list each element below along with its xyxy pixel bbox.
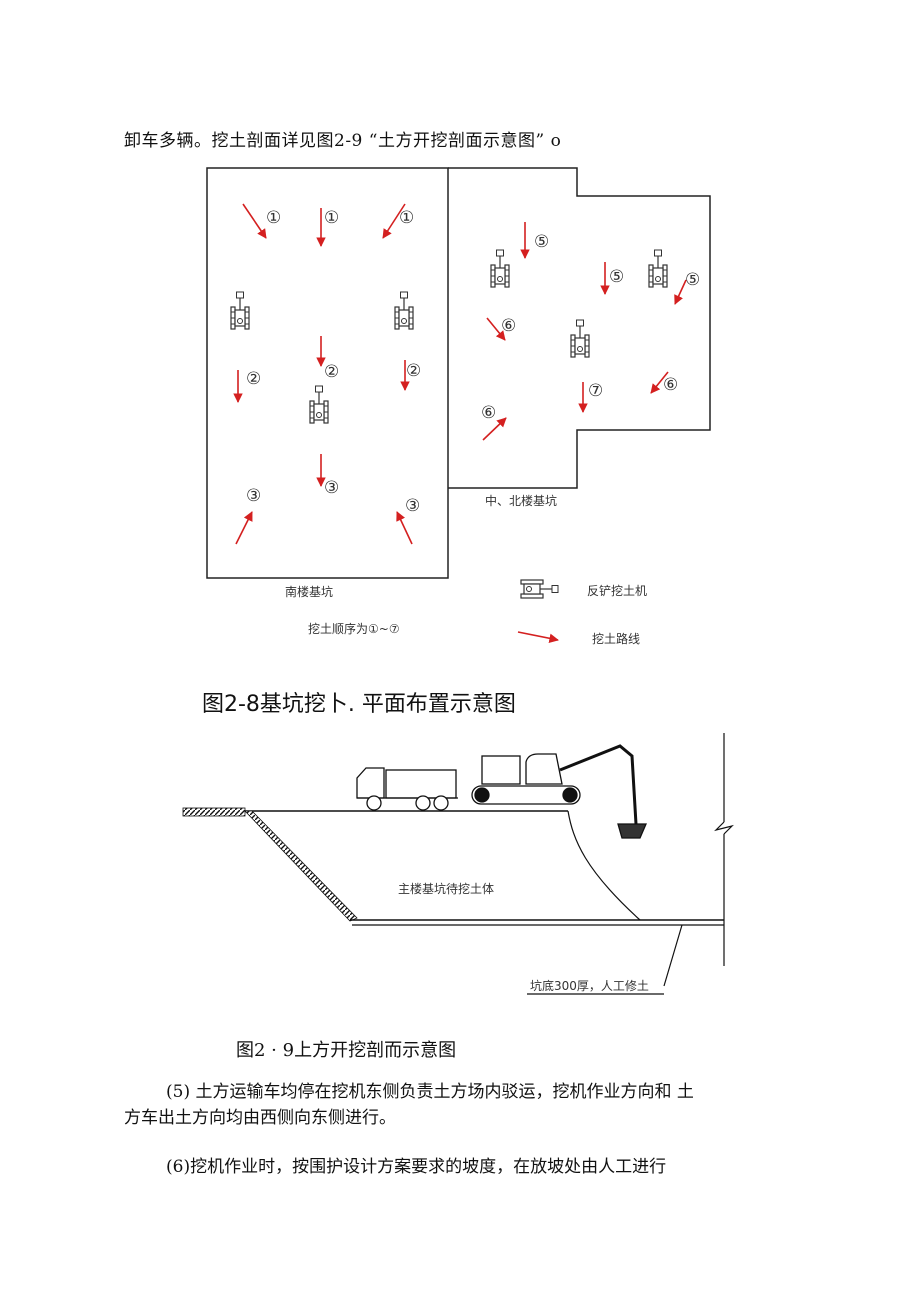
sequence-mark: ③ bbox=[324, 478, 339, 498]
excavation-plan-diagram: ① ① ① ② ② ② ③ ③ ③ ⑤ ⑤ ⑤ ⑥ ⑥ ⑥ ⑦ 中、北楼基坑 南… bbox=[206, 167, 711, 646]
excavation-route-arrows bbox=[233, 203, 687, 545]
sequence-mark: ⑥ bbox=[501, 316, 516, 336]
note-leader bbox=[663, 924, 683, 987]
route-arrow bbox=[486, 317, 506, 341]
slope-hatch bbox=[244, 810, 358, 922]
excavator-icon bbox=[394, 291, 414, 330]
north-pit-label: 中、北楼基坑 bbox=[485, 493, 557, 508]
excavator-icon bbox=[230, 291, 250, 330]
excavator-icon bbox=[490, 249, 510, 288]
route-arrow bbox=[482, 417, 507, 441]
south-pit-outline bbox=[206, 167, 449, 579]
sequence-mark: ① bbox=[399, 208, 414, 228]
route-arrow bbox=[235, 511, 253, 545]
excavator-side-icon bbox=[471, 744, 647, 839]
sequence-mark: ① bbox=[324, 208, 339, 228]
legend-route-label: 挖土路线 bbox=[592, 631, 640, 646]
sequence-mark: ⑤ bbox=[534, 232, 549, 252]
sequence-mark: ⑦ bbox=[588, 381, 603, 401]
excavator-icon bbox=[309, 385, 329, 424]
sequence-mark: ② bbox=[324, 362, 339, 382]
sequence-mark: ⑥ bbox=[663, 375, 678, 395]
excavation-face bbox=[567, 810, 641, 921]
legend-excavator-label: 反铲挖土机 bbox=[587, 583, 647, 598]
south-pit-label: 南楼基坑 bbox=[285, 584, 333, 599]
paragraph-6-line1: (6)挖机作业时，按围护设计方案要求的坡度，在放坡处由人工进行 bbox=[166, 1157, 667, 1177]
route-arrow bbox=[382, 203, 406, 239]
legend-excavator-icon bbox=[520, 579, 559, 599]
sequence-mark: ② bbox=[246, 369, 261, 389]
sequence-mark: ① bbox=[266, 208, 281, 228]
sequence-mark: ⑥ bbox=[481, 403, 496, 423]
sequence-mark: ⑤ bbox=[685, 270, 700, 290]
route-arrow bbox=[242, 203, 267, 239]
pit-bottom-note: 坑底300厚，人工修土 bbox=[530, 978, 649, 993]
ground-hatch bbox=[182, 807, 246, 817]
sequence-mark: ⑤ bbox=[609, 267, 624, 287]
soil-label: 主楼基坑待挖土体 bbox=[398, 881, 494, 896]
route-arrow bbox=[674, 279, 687, 305]
route-arrow bbox=[650, 371, 669, 394]
paragraph-5-line2: 方车出土方向均由西侧向东侧进行。 bbox=[124, 1108, 396, 1128]
intro-text: 卸车多辆。挖土剖面详见图2-9 “土方开挖剖面示意图” o bbox=[124, 131, 562, 151]
figure1-caption: 图2-8基坑挖卜. 平面布置示意图 bbox=[202, 692, 516, 717]
excavator-icon bbox=[648, 249, 668, 288]
paragraph-5-line1: (5) 土方运输车均停在挖机东侧负责土方场内驳运，挖机作业方向和 土 bbox=[166, 1082, 694, 1102]
legend-route-arrow bbox=[517, 631, 559, 644]
sequence-mark: ③ bbox=[405, 496, 420, 516]
sequence-note: 挖土顺序为①~⑦ bbox=[308, 621, 400, 636]
figure2-caption: 图2 · 9上方开挖剖而示意图 bbox=[236, 1040, 457, 1061]
sequence-mark: ② bbox=[406, 361, 421, 381]
dump-truck-icon bbox=[356, 767, 458, 811]
north-pit-outline bbox=[448, 167, 711, 489]
sequence-mark: ③ bbox=[246, 486, 261, 506]
route-arrow bbox=[396, 511, 413, 545]
excavator-icon bbox=[570, 319, 590, 358]
